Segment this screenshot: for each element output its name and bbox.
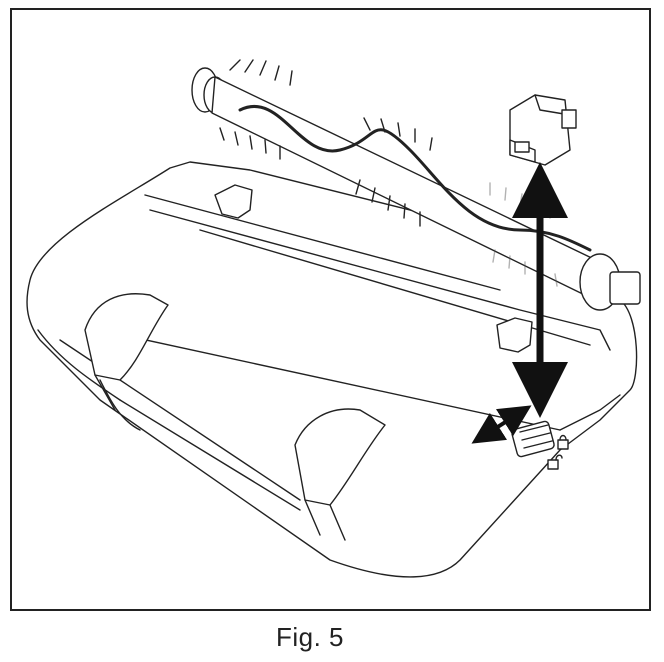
base-housing [26, 161, 638, 578]
lock-icon [557, 434, 569, 450]
brush-clip-left [214, 184, 253, 219]
brush-end-cap [579, 253, 641, 311]
wheel-right [294, 408, 386, 541]
wheel-left [84, 293, 169, 431]
unlock-icon [547, 454, 563, 470]
end-cap [509, 94, 577, 166]
horizontal-double-arrow [471, 405, 532, 444]
brush-clip-right [496, 317, 533, 353]
figure-caption: Fig. 5 [275, 622, 345, 652]
